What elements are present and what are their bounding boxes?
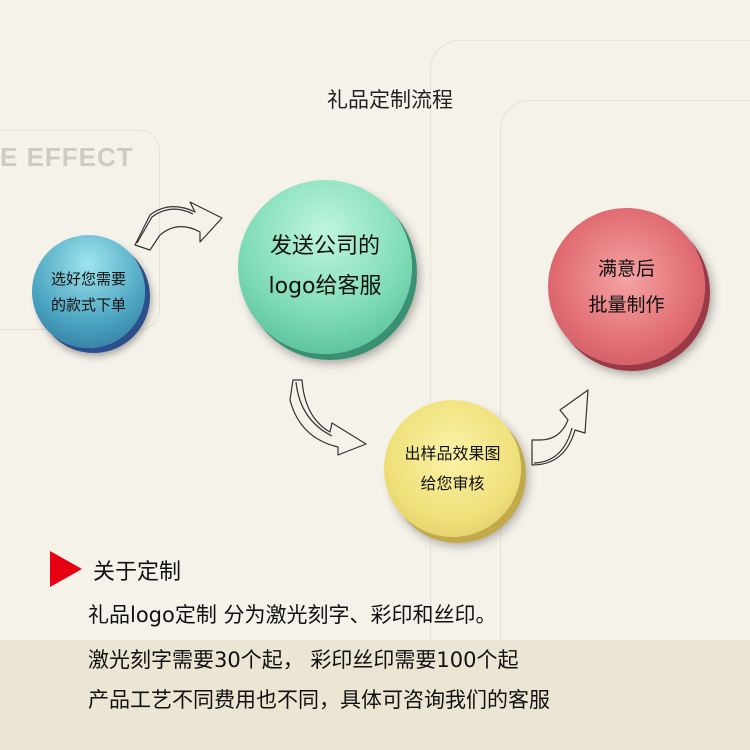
step-3-circle: 出样品效果图 给您审核 — [384, 400, 521, 537]
step-3-line1: 出样品效果图 — [404, 443, 501, 463]
step-2-circle: 发送公司的 logo给客服 — [238, 180, 412, 354]
step-4-circle: 满意后 批量制作 — [548, 208, 705, 365]
step-4-line1: 满意后 — [597, 257, 655, 280]
sketch-arrow-1-icon — [134, 201, 223, 251]
about-line-1: 礼品logo定制 分为激光刻字、彩印和丝印。 — [88, 603, 497, 627]
step-1-line2: 的款式下单 — [50, 295, 126, 314]
step-2-line2: logo给客服 — [268, 274, 382, 299]
background-band — [0, 640, 750, 750]
decorative-frame — [430, 40, 750, 750]
step-4-line2: 批量制作 — [588, 293, 665, 316]
step-1-circle: 选好您需要 的款式下单 — [32, 235, 145, 348]
sketch-arrow-2-icon — [289, 379, 367, 456]
step-2-line1: 发送公司的 — [269, 234, 380, 259]
background-watermark-text: E EFFECT — [0, 142, 134, 172]
about-heading: 关于定制 — [93, 560, 182, 585]
step-3-line2: 给您审核 — [420, 473, 485, 493]
step-1-line1: 选好您需要 — [50, 269, 126, 288]
about-line-3: 产品工艺不同费用也不同，具体可咨询我们的客服 — [88, 688, 550, 712]
about-line-2: 激光刻字需要30个起， 彩印丝印需要100个起 — [88, 648, 519, 672]
page-title: 礼品定制流程 — [327, 88, 453, 112]
red-triangle-icon — [50, 551, 82, 587]
sketch-arrow-3-icon — [531, 389, 589, 466]
